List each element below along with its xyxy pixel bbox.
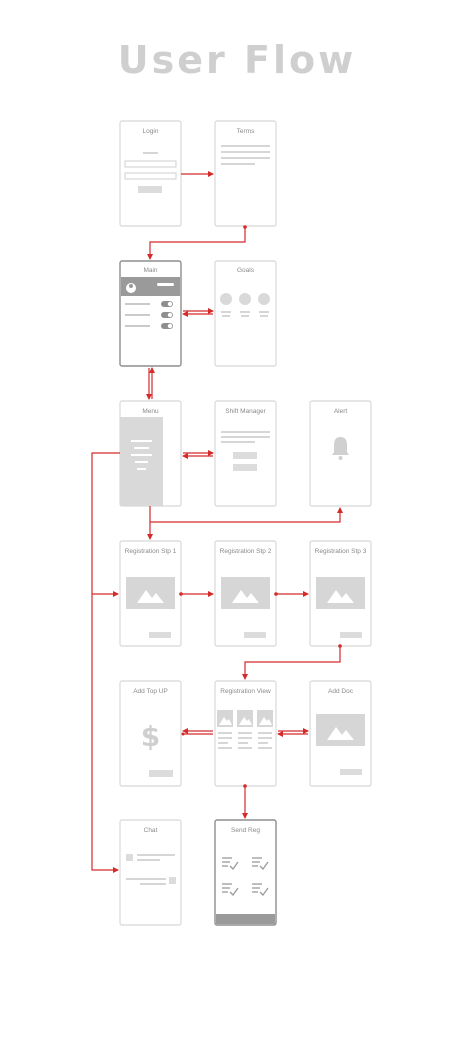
screen-alert[interactable]: Alert: [309, 400, 372, 507]
image-icon: [137, 590, 164, 603]
checklist-icon: [252, 883, 269, 897]
bell-icon: [332, 437, 349, 460]
arrow-menu-chat: [91, 452, 120, 873]
flow-arrows: [91, 171, 343, 873]
screen-reg1-label: Registration Stp 1: [125, 548, 177, 555]
screen-registration-view[interactable]: Registration View: [214, 680, 277, 787]
screen-menu-label: Menu: [142, 408, 159, 415]
screen-send-reg[interactable]: Send Reg: [214, 819, 277, 926]
image-icon: [259, 717, 272, 725]
screen-registration-step-2[interactable]: Registration Stp 2: [214, 540, 277, 647]
screen-chat-label: Chat: [144, 827, 158, 834]
arrow-reg3-regview: [242, 646, 341, 680]
screen-alert-label: Alert: [334, 408, 348, 415]
screen-send-reg-label: Send Reg: [231, 827, 260, 834]
image-icon: [327, 727, 354, 740]
screen-registration-step-3[interactable]: Registration Stp 3: [309, 540, 372, 647]
screen-add-doc-label: Add Doc: [328, 688, 354, 695]
arrow-terms-main: [147, 227, 246, 260]
screen-registration-step-1[interactable]: Registration Stp 1: [119, 540, 182, 647]
checklist-icon: [252, 857, 269, 871]
screen-add-top-up-label: Add Top UP: [133, 688, 168, 695]
checklist-icon: [222, 883, 239, 897]
image-icon: [327, 590, 354, 603]
screen-main-label: Main: [143, 267, 157, 274]
screen-reg2-label: Registration Stp 2: [220, 548, 272, 555]
checklist-icon: [222, 857, 239, 871]
screen-menu[interactable]: Menu: [119, 400, 182, 507]
screen-reg3-label: Registration Stp 3: [315, 548, 367, 555]
screen-add-top-up[interactable]: Add Top UP $: [119, 680, 182, 787]
dollar-icon: $: [141, 720, 160, 753]
screen-terms-label: Terms: [237, 128, 255, 135]
screen-main[interactable]: Main: [119, 260, 182, 367]
screen-add-doc[interactable]: Add Doc: [309, 680, 372, 787]
screen-login-label: Login: [143, 128, 159, 135]
page-title: User Flow: [117, 38, 357, 82]
screen-terms[interactable]: Terms: [214, 120, 277, 227]
screen-login[interactable]: Login: [119, 120, 182, 227]
screen-shift-manager-label: Shift Manager: [225, 408, 266, 415]
screen-goals[interactable]: Goals: [214, 260, 277, 367]
screen-chat[interactable]: Chat: [119, 819, 182, 926]
screen-shift-manager[interactable]: Shift Manager: [214, 400, 277, 507]
screen-goals-label: Goals: [237, 267, 255, 274]
arrow-menu-alert: [149, 506, 343, 523]
image-icon: [239, 717, 252, 725]
image-icon: [232, 590, 259, 603]
image-icon: [219, 717, 232, 725]
screen-reg-view-label: Registration View: [220, 688, 271, 695]
